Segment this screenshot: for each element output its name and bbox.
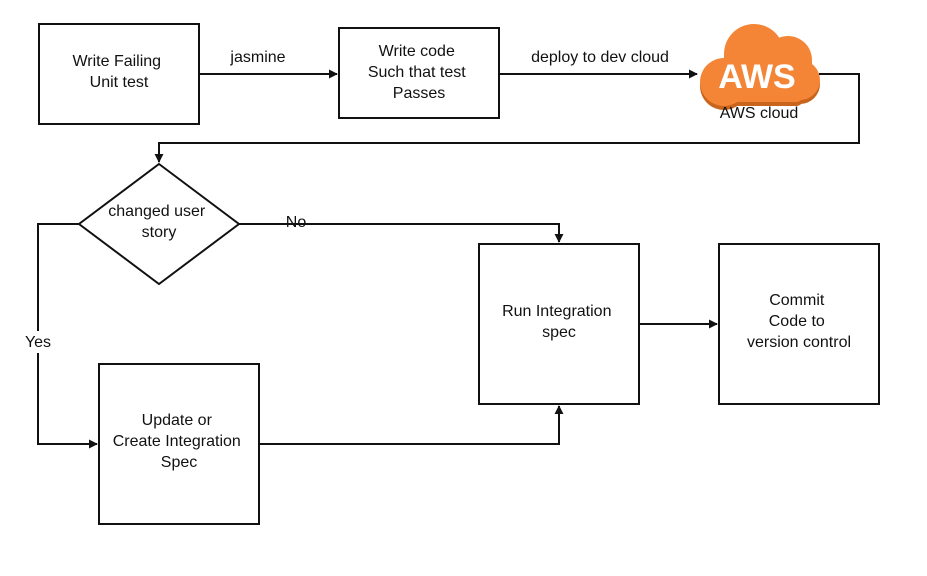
edge-label-deploy: deploy to dev cloud [531, 49, 669, 66]
svg-text:Update or Create Integrati: Update or Create Integration Spec [113, 412, 246, 471]
commit-box [718, 243, 880, 405]
svg-text:Commit Code to version: Commit Code to version control [747, 292, 851, 351]
edge-label-jasmine: jasmine [229, 49, 285, 66]
svg-text:Write code Such that test: Write code Such that test Passes [368, 43, 470, 102]
write-code-line-1: Write code [379, 43, 455, 60]
edge-label-no: No [286, 214, 307, 231]
commit-line-1: Commit [769, 292, 825, 309]
aws-logo-text: AWS [718, 58, 795, 96]
commit-line-2: Code to [769, 313, 825, 330]
aws-cloud-icon: AWS [700, 24, 820, 110]
write-failing-test-line-2: Unit test [90, 74, 149, 91]
edge-aws-to-decision [154, 73, 860, 163]
commit-line-3: version control [747, 334, 851, 351]
write-failing-test-line-1: Write Failing [72, 53, 161, 70]
edge-label-yes: Yes [25, 334, 51, 351]
edge-update-to-run [259, 405, 564, 445]
write-code-line-2: Such that test [368, 64, 466, 81]
run-integration-line-1: Run Integration [502, 303, 611, 320]
changed-user-story-decision [77, 162, 241, 286]
update-spec-line-2: Create Integration [113, 433, 241, 450]
decision-line-2: story [142, 224, 177, 241]
write-failing-test-box [38, 23, 200, 125]
run-integration-line-2: spec [542, 324, 576, 341]
update-spec-line-3: Spec [161, 454, 197, 471]
update-spec-line-1: Update or [142, 412, 213, 429]
aws-cloud-caption: AWS cloud [720, 105, 799, 122]
svg-text:changed user story: changed user story [108, 203, 209, 241]
write-code-line-3: Passes [393, 85, 445, 102]
svg-text:Write Failing Unit test: Write Failing Unit test [72, 53, 165, 91]
run-integration-box [478, 243, 640, 405]
svg-text:Run Integration spec: Run Integration spec [502, 303, 616, 341]
decision-line-1: changed user [108, 203, 206, 220]
edge-no [239, 223, 564, 243]
